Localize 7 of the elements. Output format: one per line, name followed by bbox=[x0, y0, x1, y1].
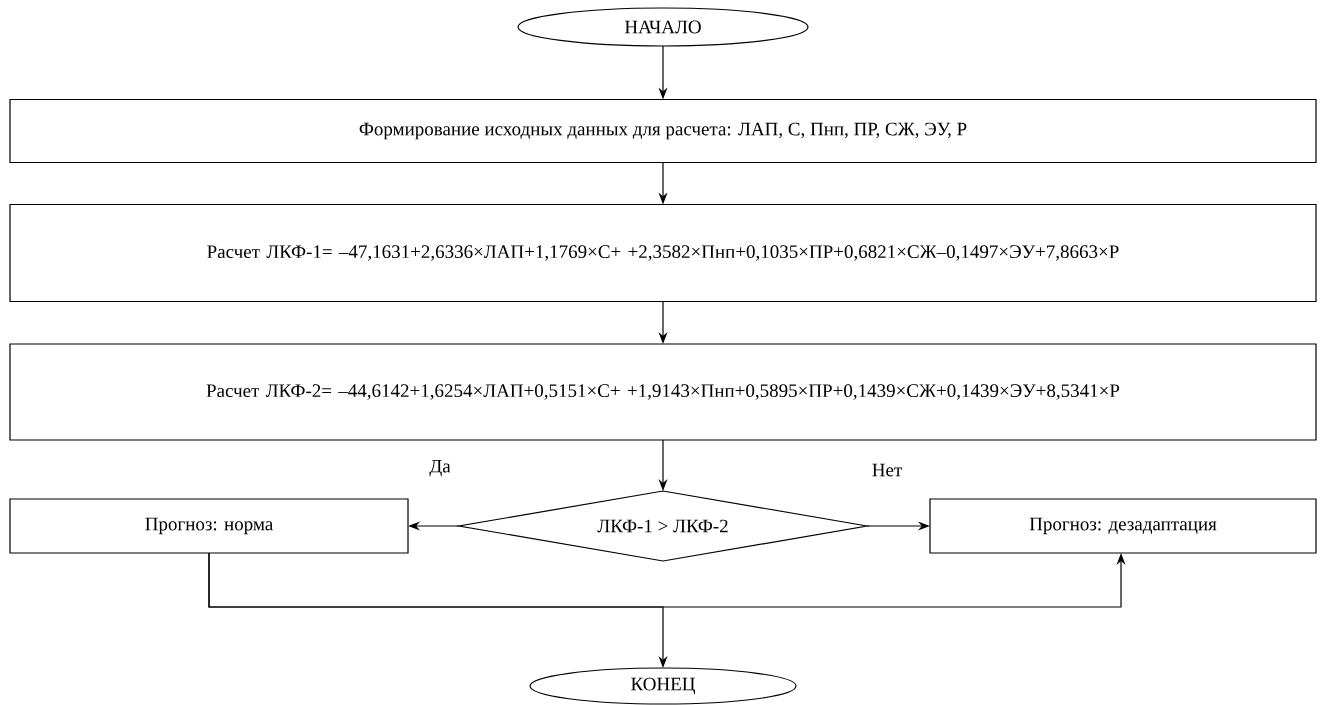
edge-label: Да bbox=[428, 458, 452, 478]
process-box: Прогноз: норма bbox=[9, 498, 409, 554]
process-box: Расчет ЛКФ-2= –44,6142+1,6254×ЛАП+0,5151×С+ +1,9143×Пнп+0,5895×ПР+0,1439×СЖ+0,1439×ЭУ+8,5341×Р bbox=[9, 343, 1317, 441]
process-box: Формирование исходных данных для расчета: ЛАП, С, Пнп, ПР, СЖ, ЭУ, Р bbox=[9, 98, 1317, 164]
process-box: Прогноз: дезадаптация bbox=[929, 498, 1317, 554]
edge-label: Нет bbox=[870, 462, 904, 478]
process-box: Расчет ЛКФ-1= –47,1631+2,6336×ЛАП+1,1769×С+ +2,3582×Пнп+0,1035×ПР+0,6821×СЖ–0,1497×ЭУ+7,8663×Р bbox=[9, 203, 1317, 303]
